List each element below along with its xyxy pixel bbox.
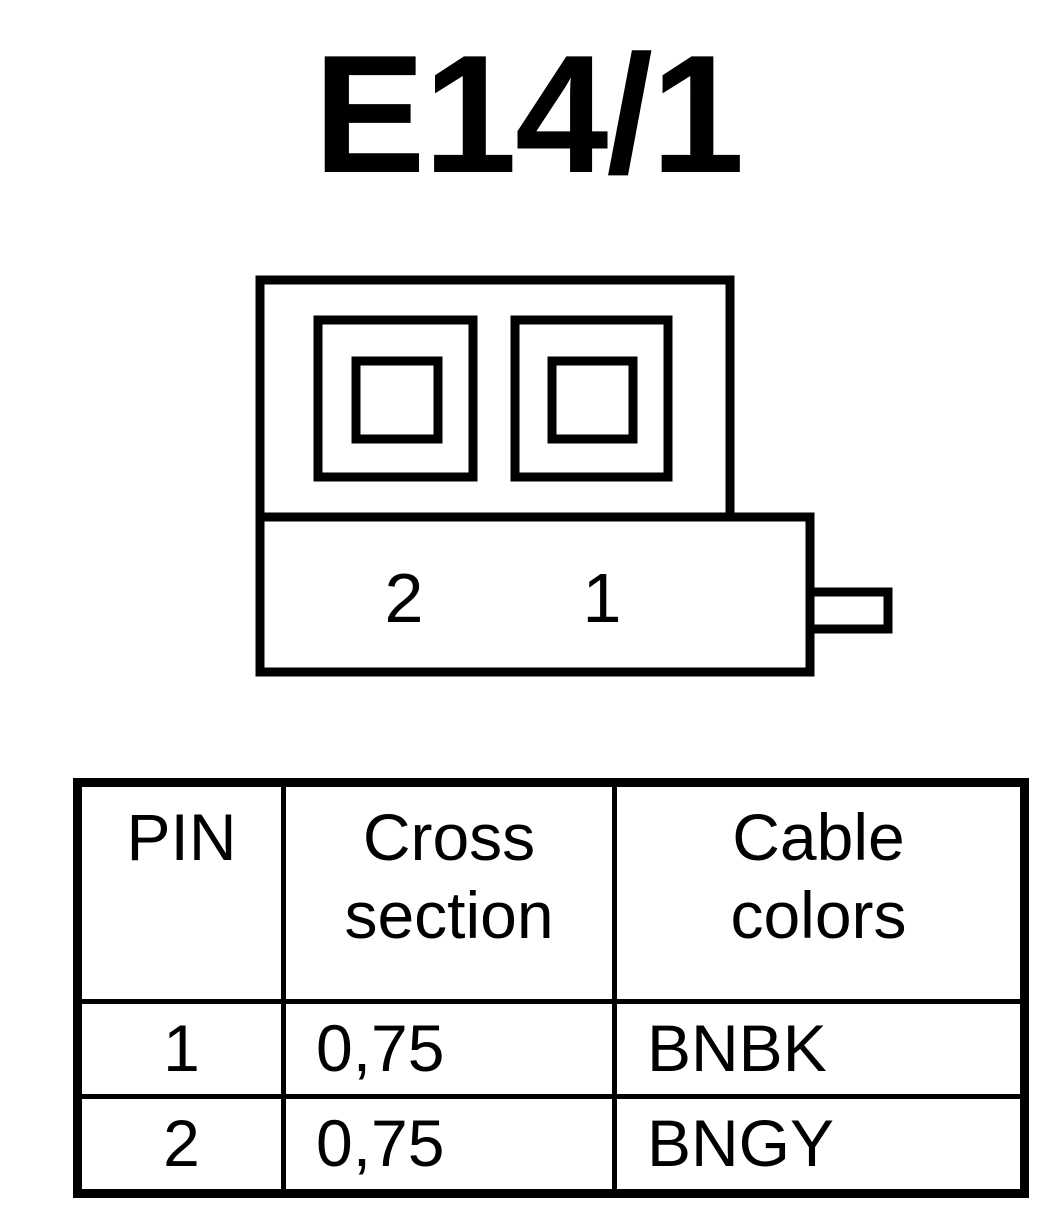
table-header-row: PIN Cross section Cable colors (73, 778, 1029, 1004)
connector-housing-diagram: 2 1 (255, 275, 893, 677)
header-cross-line1: Cross (362, 800, 536, 874)
connector-lower-body (255, 512, 815, 677)
page-title: E14/1 (313, 20, 744, 208)
connector-pin-label-1: 1 (583, 559, 622, 637)
terminal-inner-pin1 (547, 356, 638, 444)
header-cross-line2: section (344, 877, 554, 952)
header-color-line1: Cable (732, 800, 905, 874)
cell-pin: 2 (73, 1094, 286, 1198)
header-cell-cross-section: Cross section (281, 778, 617, 1004)
header-cell-cable-colors: Cable colors (612, 778, 1029, 1004)
cell-cable-colors: BNBK (612, 999, 1029, 1099)
cell-cable-colors: BNGY (612, 1094, 1029, 1198)
header-pin-line1: PIN (126, 800, 237, 874)
cell-cross-section: 0,75 (281, 1094, 617, 1198)
cell-cross-section: 0,75 (281, 999, 617, 1099)
header-cell-pin: PIN (73, 778, 286, 1004)
cell-pin: 1 (73, 999, 286, 1099)
connector-pin-label-2: 2 (385, 559, 424, 637)
header-color-line2: colors (730, 877, 907, 952)
pin-assignment-table: PIN Cross section Cable colors 1 0,75 BN… (73, 778, 1029, 1198)
terminal-inner-pin2 (351, 356, 443, 444)
connector-locking-tab (805, 587, 893, 634)
table-row: 2 0,75 BNGY (73, 1094, 1029, 1198)
table-row: 1 0,75 BNBK (73, 999, 1029, 1099)
